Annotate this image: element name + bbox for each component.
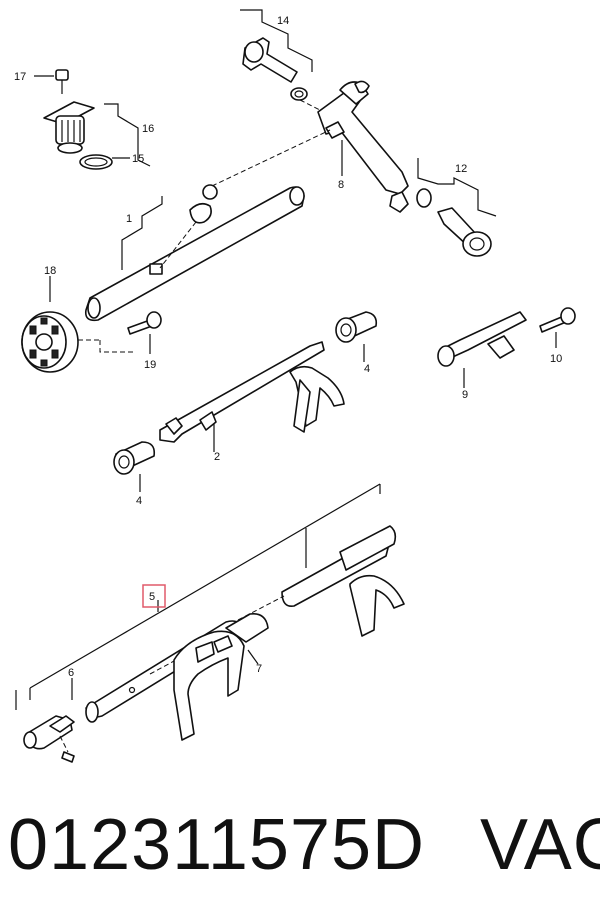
callout-1: 1 [126,213,132,225]
part-15-o-ring [79,154,130,170]
callout-8: 8 [338,179,344,191]
part-12-pin [416,158,497,257]
part-4-sleeve-upper [335,311,378,362]
callout-2: 2 [214,451,220,463]
callout-4-lower: 4 [136,495,142,507]
part-18-wheel [21,276,134,373]
part-8-selector-lever [299,80,409,213]
callout-9: 9 [462,389,468,401]
part-2-shift-fork [159,341,345,452]
callout-4-upper: 4 [364,363,370,375]
part-10-bolt [539,307,576,348]
part-9-detent [437,311,527,388]
callout-19: 19 [144,359,156,371]
part-19-bolt [127,311,162,354]
callout-5-highlight [142,584,166,608]
callout-7: 7 [256,663,262,675]
part-number: 012311575D [8,805,426,885]
part-17-screw [34,69,69,94]
part-6-end-bracket [23,678,75,763]
callout-12: 12 [455,163,467,175]
part-16-bushing [43,101,151,167]
callout-16: 16 [142,123,154,135]
part-7-shift-fork [173,612,269,741]
callout-6: 6 [68,667,74,679]
callout-18: 18 [44,265,56,277]
part-5-assembly-frame [15,483,381,710]
brand-name: VAG [480,805,600,885]
part-4-sleeve-lower [113,441,156,492]
callout-17: 17 [14,71,26,83]
callout-14: 14 [277,15,289,27]
callout-10: 10 [550,353,562,365]
callout-15: 15 [132,153,144,165]
footer-caption: 012311575D VAG [8,800,600,890]
part-1-selector-shaft [84,129,331,322]
callout-5: 5 [149,591,155,603]
part-14-pin [240,9,313,101]
